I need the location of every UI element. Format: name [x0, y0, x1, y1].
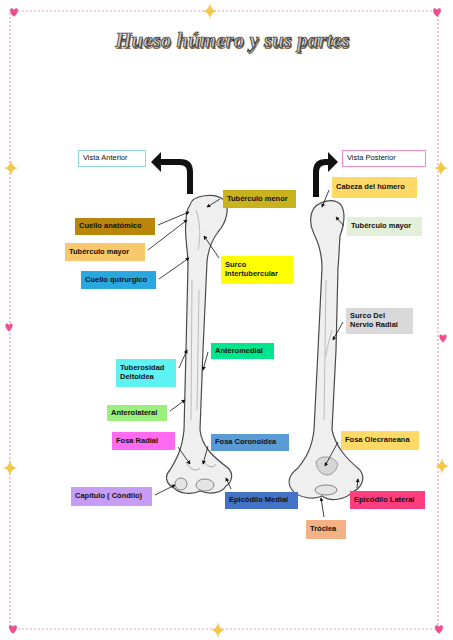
leader-line: [325, 442, 338, 466]
heart: [435, 625, 443, 634]
leader-line: [170, 400, 185, 411]
part-box: Cuello quirurgico: [81, 271, 156, 289]
sparkle: [3, 460, 17, 476]
sparkle: [203, 3, 217, 19]
part-label: Fosa Coronoidea: [215, 438, 276, 447]
sparkle: [435, 458, 449, 474]
heart: [5, 324, 12, 332]
part-box: Tubérculo mayor: [347, 217, 422, 236]
part-label: Surco Del Nervio Radial: [350, 312, 409, 329]
leader-line: [178, 447, 190, 464]
part-label: Vista Anterior: [83, 154, 127, 163]
part-box: Surco Del Nervio Radial: [346, 308, 413, 334]
part-label: Vista Posterior: [347, 154, 396, 163]
leader-line: [321, 498, 324, 517]
part-label: Tubérculo mayor: [351, 222, 411, 231]
leader-line: [336, 217, 344, 226]
trochlea-shape: [315, 485, 337, 495]
curved-arrow: [160, 162, 190, 194]
leader-line: [159, 258, 189, 279]
curved-arrow: [316, 162, 329, 197]
bone-shading: [324, 280, 332, 420]
arrow-head: [328, 152, 338, 172]
part-label: Anterolateral: [111, 409, 157, 418]
leader-line: [179, 350, 187, 368]
part-box: Fosa Coronoidea: [211, 434, 289, 451]
part-label: Tróclea: [310, 525, 336, 534]
trochlea-shape: [196, 479, 214, 491]
part-label: Capítulo ( Cóndilo): [75, 492, 142, 501]
heart: [439, 335, 446, 343]
sparkle: [434, 160, 448, 176]
part-box: Tuberosidad Deltoidea: [116, 359, 176, 387]
part-box: Capítulo ( Cóndilo): [71, 487, 152, 506]
bone-outline: [289, 201, 363, 500]
view-label: Vista Anterior: [78, 150, 146, 167]
part-box: Epicódilo Lateral: [350, 491, 425, 509]
capitulum-shape: [175, 478, 187, 490]
part-label: Tuberosidad Deltoidea: [120, 364, 172, 381]
leader-line: [357, 479, 358, 488]
arrow-head: [151, 152, 161, 172]
part-label: Cabeza del húmero: [336, 183, 405, 192]
olecranon-fossa-shape: [316, 457, 338, 475]
part-label: Anteromedial: [215, 347, 263, 356]
part-box: Fosa Olecraneana: [341, 431, 419, 450]
page-title: Hueso húmero y sus partes: [80, 29, 385, 52]
heart: [10, 8, 18, 17]
part-box: Surco Intertubercular: [221, 256, 293, 284]
part-box: Fosa Radial: [112, 432, 175, 450]
part-box: Epicódilo Medial: [225, 492, 298, 509]
part-label: Surco Intertubercular: [225, 261, 289, 278]
heart-decorations: [5, 8, 446, 634]
leader-line: [158, 212, 189, 225]
part-label: Cuello anatómico: [79, 222, 142, 231]
leader-line: [333, 322, 343, 340]
part-label: Epicódilo Lateral: [354, 496, 414, 505]
sparkle: [4, 160, 18, 176]
part-box: Tubérculo menor: [223, 190, 296, 208]
part-label: Tubérculo mayor: [69, 248, 129, 257]
bone-shading: [191, 210, 200, 420]
leader-line: [203, 446, 208, 464]
leader-line: [226, 478, 231, 489]
sparkle-decorations: [3, 3, 449, 638]
page-frame: [10, 11, 438, 629]
leader-lines: [148, 190, 358, 517]
part-label: Fosa Radial: [116, 437, 158, 446]
leader-line: [203, 352, 208, 370]
leader-line: [207, 199, 220, 207]
part-box: Tubérculo mayor: [65, 243, 145, 261]
humerus-posterior: [289, 201, 363, 500]
part-box: Tróclea: [306, 520, 346, 539]
part-label: Cuello quirurgico: [85, 276, 147, 285]
sparkle: [211, 622, 225, 638]
leader-line: [322, 190, 329, 207]
heart: [433, 8, 441, 17]
part-label: Fosa Olecraneana: [345, 436, 410, 445]
bone-fossa: [186, 462, 216, 470]
leader-line: [155, 485, 175, 495]
part-box: Cuello anatómico: [75, 218, 155, 235]
view-label: Vista Posterior: [342, 150, 426, 167]
part-label: Tubérculo menor: [227, 195, 288, 204]
part-box: Cabeza del húmero: [332, 177, 417, 198]
part-label: Epicódilo Medial: [229, 496, 288, 505]
heart: [9, 625, 17, 634]
leader-line: [204, 236, 219, 258]
part-box: Anteromedial: [211, 343, 274, 359]
part-box: Anterolateral: [107, 405, 167, 421]
